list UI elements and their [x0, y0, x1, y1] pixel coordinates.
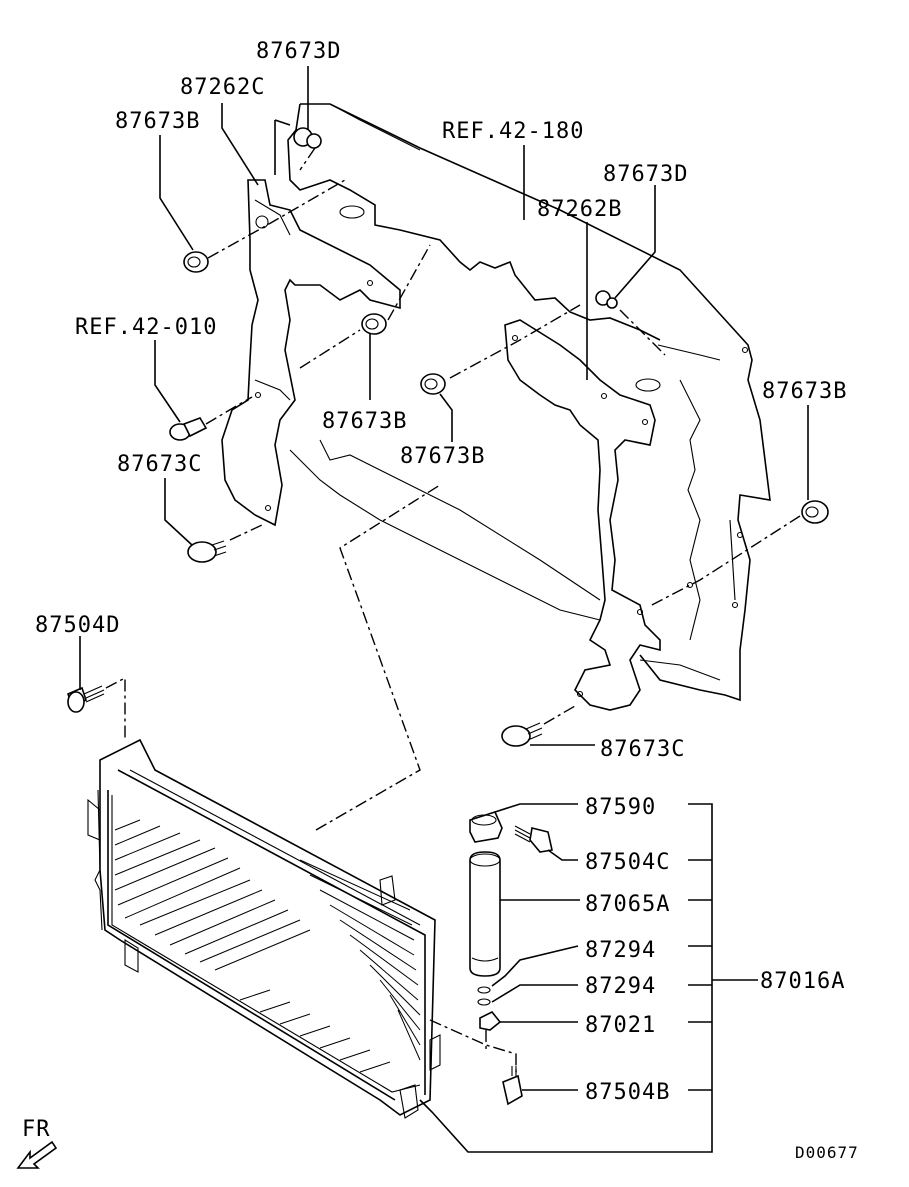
bolt-87504C	[514, 825, 553, 853]
condenser-assembly	[87, 738, 441, 1119]
grommet-87673B-mid-right	[420, 373, 446, 395]
label-87673D-top: 87673D	[256, 39, 341, 64]
radiator-support-panel	[274, 103, 771, 702]
label-87262C: 87262C	[180, 75, 265, 100]
clip-87673D-top	[293, 127, 322, 149]
grommet-87673B-mid-left	[361, 313, 387, 335]
grommet-87673B-top-left	[183, 251, 209, 273]
plug-87021	[479, 1010, 502, 1031]
label-87065A: 87065A	[585, 892, 670, 917]
installation-lines-upper	[205, 147, 801, 725]
front-direction-indicator: FR	[16, 1117, 58, 1169]
front-label: FR	[22, 1117, 51, 1142]
clip-87673C-left	[187, 540, 227, 563]
label-87504B: 87504B	[585, 1080, 670, 1105]
label-87673C-bottom: 87673C	[600, 737, 685, 762]
condenser-core-hatching	[114, 819, 421, 1073]
label-87504D: 87504D	[35, 613, 120, 638]
label-87021: 87021	[585, 1013, 656, 1038]
right-support-bracket	[504, 319, 661, 711]
label-87294-a: 87294	[585, 938, 656, 963]
label-87294-b: 87294	[585, 974, 656, 999]
installation-lines-dryer	[429, 1019, 517, 1074]
o-rings-87294	[477, 986, 491, 1006]
bolt-87504D	[67, 676, 126, 740]
diagram-code: D00677	[795, 1143, 859, 1162]
label-87504C: 87504C	[585, 850, 670, 875]
left-support-bracket	[221, 179, 401, 527]
label-87673C-left: 87673C	[117, 452, 202, 477]
label-87673B-mid-left: 87673B	[322, 409, 407, 434]
leader-lines	[79, 66, 809, 1153]
receiver-dryer-87065A	[469, 851, 501, 977]
label-87673D-right: 87673D	[603, 162, 688, 187]
label-87262B: 87262B	[537, 197, 622, 222]
label-87673B-right: 87673B	[762, 379, 847, 404]
bolt-87504B	[502, 1066, 523, 1106]
label-87673B-top-left: 87673B	[115, 109, 200, 134]
label-ref-42-180: REF.42-180	[442, 119, 584, 144]
clip-87673D-right	[595, 290, 618, 309]
bracket-87590	[469, 811, 503, 843]
label-ref-42-010: REF.42-010	[75, 315, 217, 340]
grommet-87673B-right	[801, 500, 829, 524]
clip-87673C-bottom	[501, 722, 543, 747]
push-pin-ref-42-010	[169, 417, 208, 441]
label-87016A: 87016A	[760, 969, 845, 994]
front-arrow-icon	[16, 1140, 58, 1169]
leader-dashdot-condenser	[315, 484, 441, 831]
label-87673B-mid-right: 87673B	[400, 444, 485, 469]
label-87590: 87590	[585, 795, 656, 820]
